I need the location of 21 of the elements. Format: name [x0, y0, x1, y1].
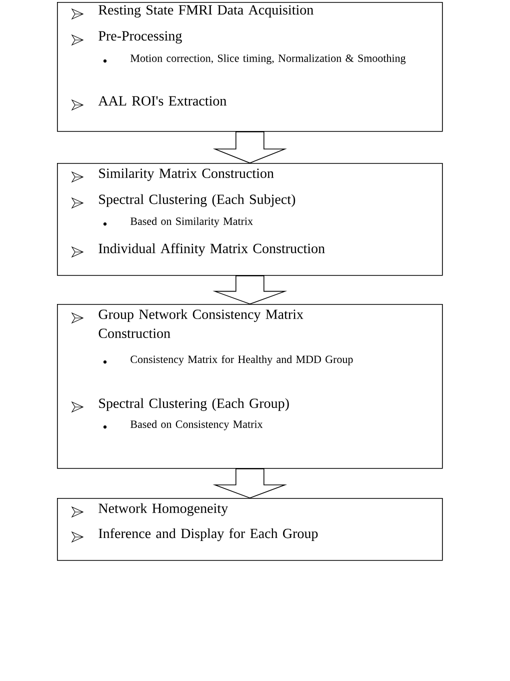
list-item: Resting State FMRI Data Acquisition — [98, 5, 314, 18]
block-arrow — [212, 131, 287, 164]
list-item: Network Homogeneity — [98, 503, 228, 516]
list-item: Spectral Clustering (Each Subject) — [99, 194, 296, 207]
list-item: Motion correction, Slice timing, Normalization & Smoothing — [130, 54, 406, 64]
process-box — [57, 498, 443, 561]
list-item: Group Network Consistency Matrix Construction — [98, 309, 304, 338]
list-item: Inference and Display for Each Group — [98, 528, 318, 542]
process-box — [57, 2, 443, 132]
block-arrow — [212, 275, 288, 304]
process-box — [57, 304, 443, 469]
list-item: Based on Consistency Matrix — [130, 420, 263, 430]
list-item: Consistency Matrix for Healthy and MDD Group — [130, 355, 353, 366]
list-item: AAL ROI's Extraction — [98, 96, 226, 106]
list-item: Pre-Processing — [98, 31, 182, 44]
process-box — [57, 163, 443, 276]
list-item: Based on Similarity Matrix — [130, 217, 253, 228]
block-arrow — [212, 468, 288, 498]
list-item: Similarity Matrix Construction — [99, 168, 274, 181]
list-item: Spectral Clustering (Each Group) — [99, 398, 289, 411]
list-item: Individual Affinity Matrix Construction — [98, 243, 325, 256]
